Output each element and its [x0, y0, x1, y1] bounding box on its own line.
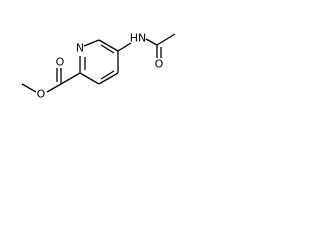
- pyridine-ring: [79, 39, 119, 85]
- ring-bond-c5-c6: [98, 72, 119, 85]
- ester-oxygen-label: O: [37, 88, 46, 101]
- ring-double-bond-c5-c6: [100, 70, 115, 80]
- bond-ester-o-to-methyl: [21, 83, 37, 93]
- carbonyl-oxygen-label: O: [56, 56, 65, 69]
- amide-nitrogen-label: HN: [130, 32, 147, 45]
- ring-double-bond-c3-c4: [100, 44, 115, 54]
- amide-oxygen-label: O: [155, 58, 164, 71]
- bond-carbonyl-to-methyl: [156, 33, 176, 46]
- bond-amide-n-to-carbonyl: [145, 38, 158, 46]
- acetamide-group: [117, 33, 176, 58]
- ring-bond-c3-c4: [98, 39, 119, 52]
- ring-bond-n-c3: [83, 39, 100, 47]
- methyl-ester-group: [21, 68, 81, 93]
- ring-nitrogen-label: N: [76, 42, 84, 55]
- bond-ring-to-amide-n: [117, 42, 132, 52]
- bond-ring-to-carbonyl: [60, 72, 81, 85]
- bond-carbonyl-to-ester-o: [46, 83, 62, 93]
- chemical-structure-diagram: N HN O O O: [21, 32, 176, 101]
- ring-bond-c6-c1: [79, 72, 100, 85]
- atom-labels: N HN O O O: [37, 32, 164, 101]
